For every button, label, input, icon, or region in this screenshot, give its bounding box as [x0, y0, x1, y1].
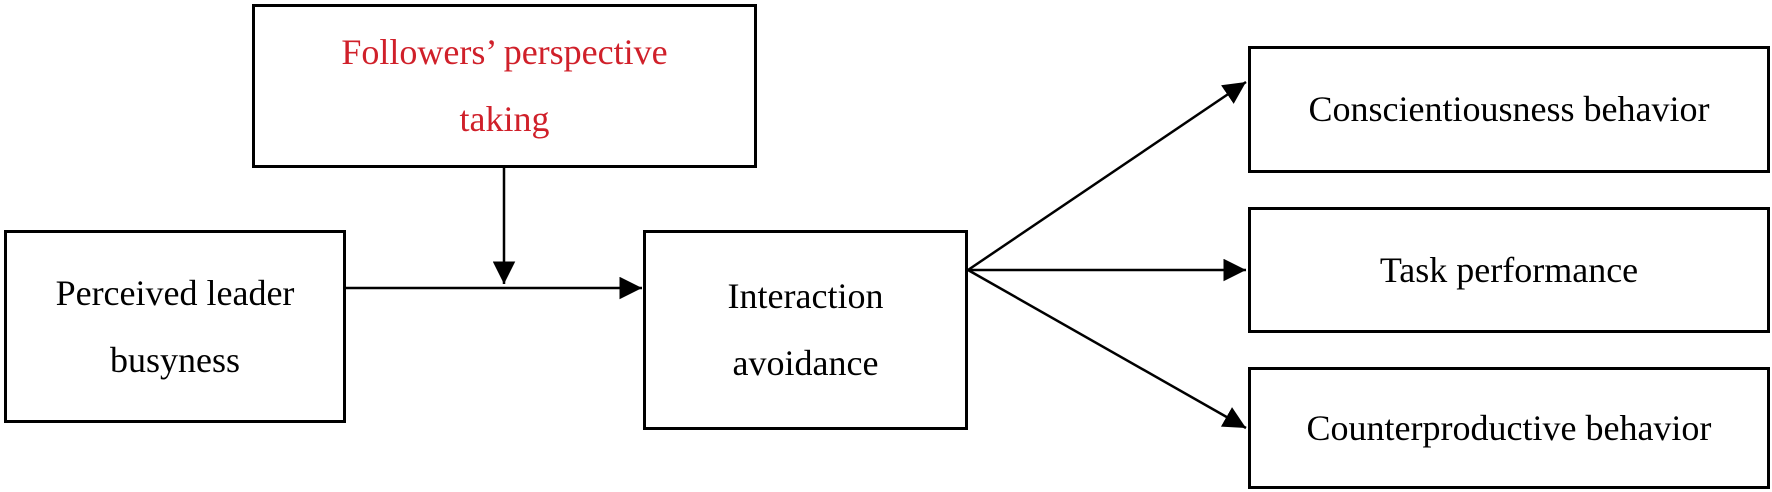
- outcome-conscientiousness-label: Conscientiousness behavior: [1308, 89, 1710, 130]
- predictor-label-line2: busyness: [109, 339, 240, 380]
- predictor-box: Perceived leader busyness: [4, 230, 346, 423]
- mediator-label-line1: Interaction: [727, 276, 884, 317]
- predictor-label: Perceived leader busyness: [44, 260, 307, 393]
- predictor-label-line1: Perceived leader: [55, 272, 295, 313]
- arrow-mediator-to-counterproductive: [967, 268, 1247, 430]
- moderator-label-line1: Followers’ perspective: [341, 32, 668, 73]
- arrow-mediator-to-conscientiousness: [967, 80, 1247, 272]
- outcome-counterproductive-label: Counterproductive behavior: [1306, 407, 1712, 448]
- outcome-task-performance-box: Task performance: [1248, 207, 1770, 333]
- moderator-box: Followers’ perspective taking: [252, 4, 757, 168]
- mediator-label-line2: avoidance: [732, 343, 879, 383]
- outcome-counterproductive-box: Counterproductive behavior: [1248, 367, 1770, 489]
- moderator-label: Followers’ perspective taking: [329, 19, 679, 152]
- mediator-label: Interaction avoidance: [716, 263, 896, 396]
- outcome-task-performance-label: Task performance: [1379, 249, 1639, 290]
- mediator-box: Interaction avoidance: [643, 230, 968, 430]
- moderator-label-line2: taking: [459, 99, 550, 139]
- outcome-conscientiousness-box: Conscientiousness behavior: [1248, 46, 1770, 173]
